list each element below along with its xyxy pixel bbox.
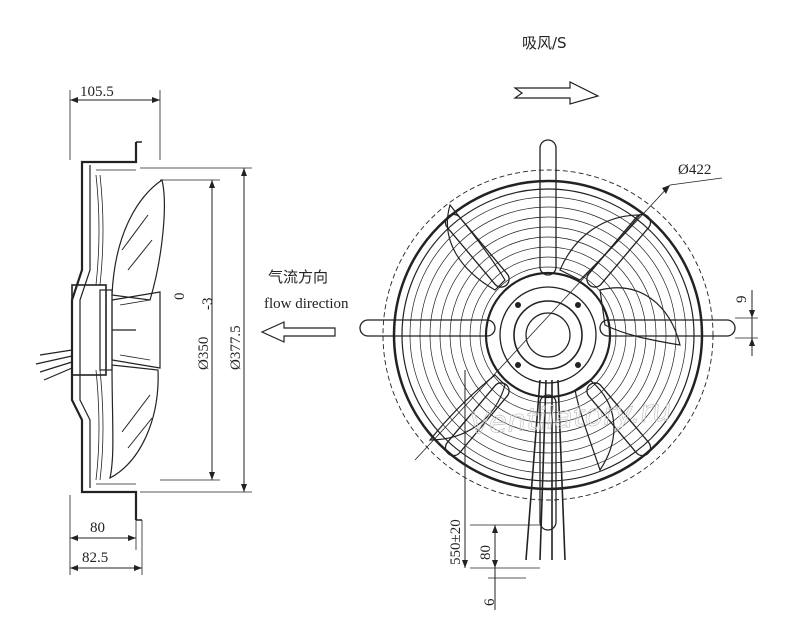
dim-dia-350: Ø350 bbox=[196, 337, 212, 370]
flow-direction-cn: 气流方向 bbox=[268, 268, 328, 286]
flow-direction-group: 气流方向 flow direction bbox=[260, 268, 349, 343]
intake-arrow-icon bbox=[513, 81, 600, 105]
intake-group: 吸风/S bbox=[513, 34, 600, 105]
intake-label: 吸风/S bbox=[522, 34, 567, 52]
dim-6: 6 bbox=[482, 598, 498, 606]
front-view: Ø422 9 550±20 80 6 bbox=[359, 139, 758, 610]
flow-direction-en: flow direction bbox=[264, 296, 349, 312]
dim-bottom-825: 82.5 bbox=[82, 550, 108, 566]
guard-rings bbox=[409, 196, 687, 474]
dim-bottom-80: 80 bbox=[90, 520, 105, 536]
dim-dia-3775: Ø377.5 bbox=[228, 325, 244, 370]
dim-cable-length: 550±20 bbox=[448, 519, 464, 565]
flow-arrow-icon bbox=[260, 321, 336, 343]
dim-dia-422: Ø422 bbox=[678, 162, 711, 178]
dim-tol-lower: -3 bbox=[200, 298, 216, 311]
dim-9: 9 bbox=[734, 296, 750, 304]
support-struts bbox=[359, 139, 736, 531]
dim-top-width: 105.5 bbox=[80, 84, 114, 100]
dim-80-front: 80 bbox=[478, 545, 494, 560]
dim-tol-upper: 0 bbox=[172, 293, 188, 301]
side-view: 105.5 0 bbox=[35, 84, 252, 575]
